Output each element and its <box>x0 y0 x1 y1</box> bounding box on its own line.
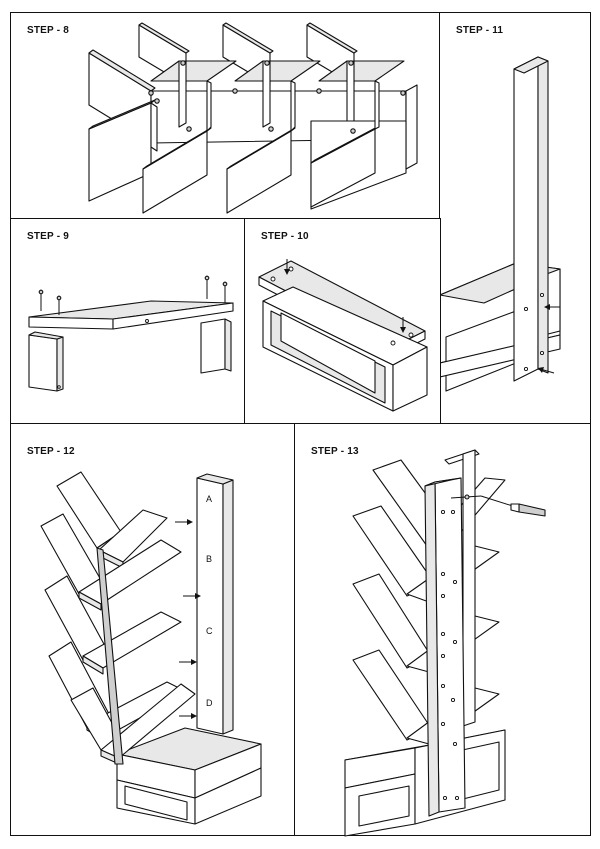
marker-d: D <box>206 698 213 708</box>
front-divider-3 <box>227 131 291 213</box>
step-9-label: STEP - 9 <box>27 231 69 242</box>
arrow-upper <box>544 304 560 310</box>
marker-c: C <box>206 626 213 636</box>
shelf-tier-5 <box>71 684 195 764</box>
step-12-panel: STEP - 12 A B C D <box>10 423 295 836</box>
step-9-illustration <box>11 219 247 425</box>
screws <box>39 276 227 315</box>
left-leg <box>29 335 57 391</box>
screwdriver-icon <box>451 495 545 516</box>
step-13-illustration <box>295 424 592 837</box>
arrow-right <box>400 317 406 333</box>
step-11-panel: STEP - 11 <box>439 12 591 424</box>
step-9-panel: STEP - 9 <box>10 218 246 424</box>
shelf-tier-1 <box>57 472 167 568</box>
step-13-label: STEP - 13 <box>311 446 359 457</box>
step-12-label: STEP - 12 <box>27 446 75 457</box>
step-10-label: STEP - 10 <box>261 231 309 242</box>
spine <box>97 548 123 764</box>
marked-upright-panel <box>197 478 223 734</box>
step-10-illustration <box>245 219 442 425</box>
arrows-to-panel <box>175 519 201 719</box>
screw-holes <box>441 510 458 799</box>
step-11-illustration <box>440 13 592 425</box>
step-12-illustration: A B C D <box>11 424 296 837</box>
tall-upright-panel <box>514 57 538 381</box>
step-13-panel: STEP - 13 <box>294 423 591 836</box>
front-divider-1 <box>89 103 151 201</box>
arrow-lower <box>538 367 554 373</box>
dowel-pins <box>149 61 405 133</box>
step-11-label: STEP - 11 <box>456 25 504 36</box>
step-8-illustration <box>11 13 441 220</box>
right-leg <box>201 319 225 373</box>
front-upright-panel <box>435 478 465 812</box>
step-8-panel: STEP - 8 <box>10 12 440 219</box>
step-8-label: STEP - 8 <box>27 25 69 36</box>
arrow-left <box>284 259 290 275</box>
step-10-panel: STEP - 10 <box>244 218 441 424</box>
marker-b: B <box>206 554 212 564</box>
marker-a: A <box>206 494 212 504</box>
right-end-panel <box>406 85 417 169</box>
